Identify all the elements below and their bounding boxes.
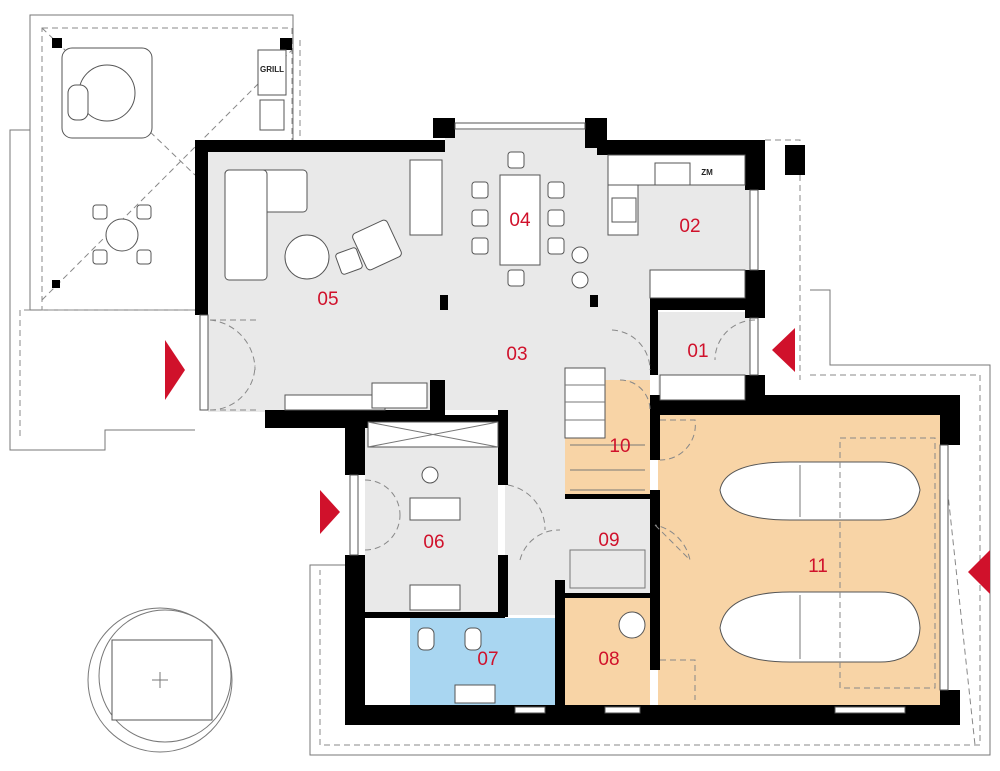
room-label-09: 09 — [598, 530, 619, 551]
room-label-08: 08 — [598, 649, 619, 670]
room-label-01: 01 — [687, 341, 708, 362]
room-label-10: 10 — [609, 436, 630, 457]
room-label-06: 06 — [423, 532, 444, 553]
furniture: ZM — [61, 47, 936, 753]
car-1 — [719, 461, 921, 521]
room-label-07: 07 — [477, 649, 498, 670]
room-label-02: 02 — [679, 216, 700, 237]
garden-pool — [87, 607, 233, 753]
entry-arrow-icon — [968, 550, 990, 594]
entry-arrow-icon — [165, 340, 185, 400]
windows — [199, 122, 949, 714]
shower-floor — [365, 618, 410, 705]
room-label-11: 11 — [808, 556, 828, 577]
doors — [209, 319, 756, 700]
hot-tub — [61, 47, 153, 139]
cooktop-icon — [611, 197, 637, 223]
room-labels: 01 02 03 04 05 06 07 08 09 10 11 — [317, 210, 827, 670]
stairs — [564, 367, 646, 589]
room-label-04: 04 — [509, 210, 531, 231]
entry-arrow-icon — [772, 328, 795, 372]
entry-arrows — [165, 328, 990, 594]
garden-table — [92, 204, 152, 265]
fridge-label: ZM — [701, 168, 713, 177]
walls — [52, 38, 960, 725]
car-2 — [719, 591, 921, 663]
entry-arrow-icon — [320, 490, 340, 534]
room-09-floor — [565, 498, 650, 593]
sink-icon — [654, 162, 691, 186]
grill-label: GRILL — [260, 65, 284, 74]
room-label-03: 03 — [506, 344, 527, 365]
room-label-05: 05 — [317, 289, 338, 310]
